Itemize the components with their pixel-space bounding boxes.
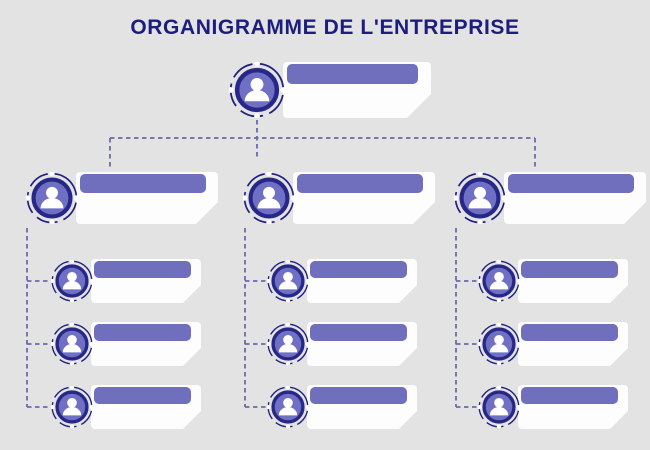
node-title-bar bbox=[310, 387, 407, 404]
node-title-bar bbox=[94, 261, 191, 278]
person-avatar-icon[interactable] bbox=[267, 260, 309, 302]
node-title-bar bbox=[297, 174, 423, 193]
person-avatar-icon[interactable] bbox=[478, 260, 520, 302]
person-avatar-icon[interactable] bbox=[51, 323, 93, 365]
person-avatar-icon[interactable] bbox=[478, 323, 520, 365]
person-avatar-icon[interactable] bbox=[267, 386, 309, 428]
person-avatar-icon[interactable] bbox=[51, 386, 93, 428]
node-title-bar bbox=[94, 387, 191, 404]
node-title-bar bbox=[80, 174, 206, 193]
node-title-bar bbox=[310, 324, 407, 341]
node-title-bar bbox=[94, 324, 191, 341]
node-title-bar bbox=[287, 64, 418, 84]
person-avatar-icon[interactable] bbox=[267, 323, 309, 365]
person-avatar-icon[interactable] bbox=[454, 172, 506, 224]
node-title-bar bbox=[310, 261, 407, 278]
person-avatar-icon[interactable] bbox=[478, 386, 520, 428]
person-avatar-icon[interactable] bbox=[229, 62, 285, 118]
node-title-bar bbox=[521, 387, 618, 404]
node-title-bar bbox=[508, 174, 634, 193]
person-avatar-icon[interactable] bbox=[51, 260, 93, 302]
node-title-bar bbox=[521, 324, 618, 341]
person-avatar-icon[interactable] bbox=[243, 172, 295, 224]
page-title: ORGANIGRAMME DE L'ENTREPRISE bbox=[130, 16, 520, 39]
person-avatar-icon[interactable] bbox=[26, 172, 78, 224]
node-title-bar bbox=[521, 261, 618, 278]
